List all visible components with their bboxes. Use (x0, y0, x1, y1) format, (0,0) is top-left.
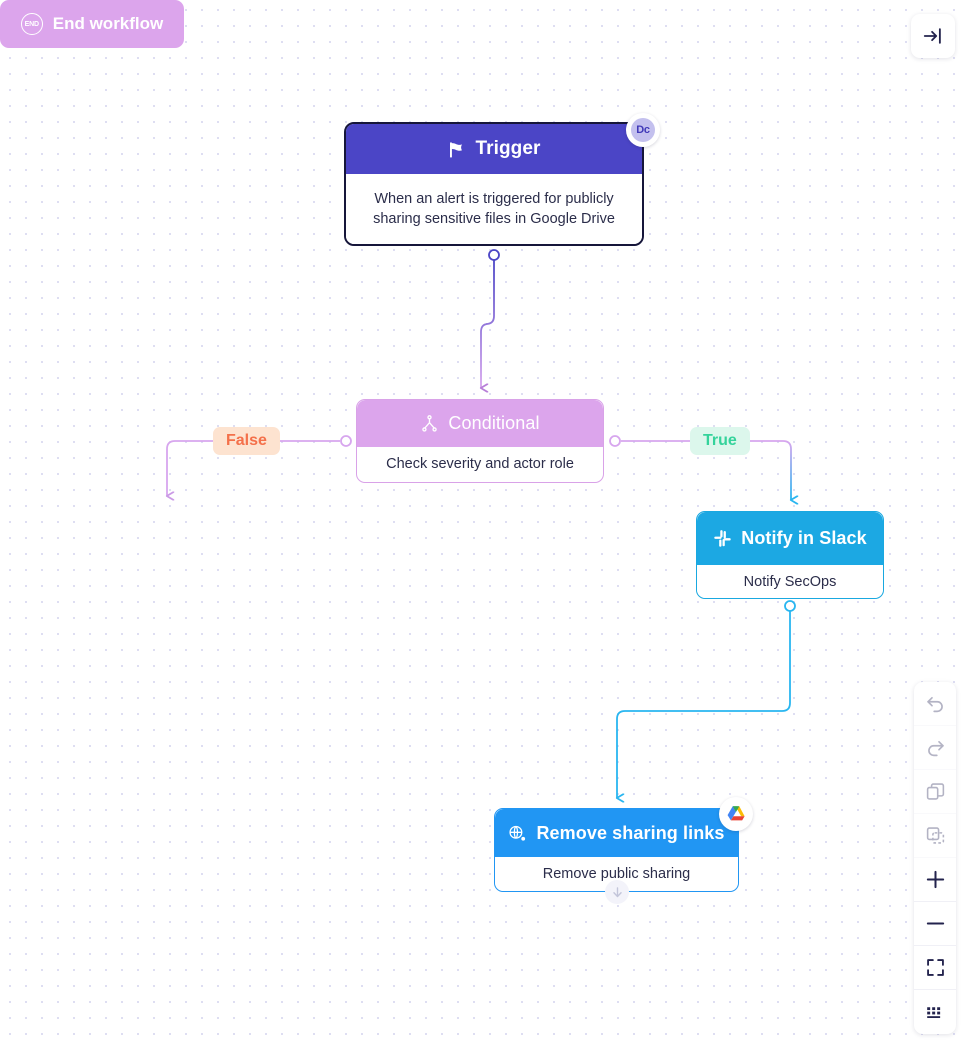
google-drive-icon (719, 797, 753, 831)
node-trigger[interactable]: Trigger When an alert is triggered for p… (344, 113, 660, 246)
copy-button[interactable] (914, 770, 956, 814)
minus-icon (926, 922, 944, 925)
node-slack-title: Notify in Slack (741, 528, 867, 548)
node-conditional-description: Check severity and actor role (357, 447, 603, 481)
end-circle-icon: END (20, 13, 43, 35)
copy-icon (926, 783, 944, 800)
fullscreen-icon (926, 959, 944, 976)
plus-icon (926, 870, 944, 889)
canvas-toolbar[interactable] (914, 682, 956, 1034)
app-badge-dc-label: Dc (631, 118, 655, 142)
paste-icon (926, 827, 944, 844)
branch-icon (420, 414, 439, 433)
arrow-down-icon (612, 886, 622, 897)
node-end-workflow-title: End workflow (52, 14, 164, 33)
node-drive-description: Remove public sharing (495, 857, 738, 891)
node-drive-header: Remove sharing links (495, 809, 738, 857)
slack-icon (713, 529, 732, 548)
keyboard-shortcuts-button[interactable] (914, 990, 956, 1034)
keyboard-icon (926, 1006, 940, 1018)
add-node-button[interactable] (605, 880, 629, 904)
fit-view-button[interactable] (914, 946, 956, 990)
node-slack[interactable]: Notify in Slack Notify SecOps (696, 511, 884, 599)
redo-icon (927, 740, 944, 757)
edge-trigger-to-conditional (481, 249, 500, 388)
node-slack-header: Notify in Slack (697, 512, 883, 565)
node-end-workflow[interactable]: END End workflow (0, 0, 184, 48)
node-conditional-header: Conditional (357, 400, 603, 447)
zoom-in-button[interactable] (914, 858, 956, 902)
redo-button[interactable] (914, 726, 956, 770)
node-slack-description: Notify SecOps (697, 565, 883, 598)
node-trigger-header: Trigger (346, 124, 642, 174)
undo-icon (926, 696, 943, 713)
zoom-out-button[interactable] (914, 902, 956, 946)
end-icon-label: END (24, 20, 39, 28)
paste-button[interactable] (914, 814, 956, 858)
arrow-to-line-icon (923, 28, 941, 44)
globe-link-icon (508, 824, 527, 843)
edge-slack-to-drive (617, 600, 796, 798)
node-conditional[interactable]: Conditional Check severity and actor rol… (356, 399, 604, 483)
node-trigger-description: When an alert is triggered for publicly … (346, 174, 642, 244)
node-drive-title: Remove sharing links (536, 822, 725, 843)
flag-icon (447, 140, 466, 159)
undo-button[interactable] (914, 682, 956, 726)
node-conditional-title: Conditional (448, 413, 540, 433)
branch-label-false: False (213, 427, 280, 455)
node-trigger-title: Trigger (475, 138, 541, 159)
node-drive[interactable]: Remove sharing links Remove public shari… (494, 797, 753, 892)
collapse-panel-button[interactable] (911, 14, 955, 58)
branch-label-true: True (690, 427, 750, 455)
app-badge-dc: Dc (626, 113, 660, 147)
